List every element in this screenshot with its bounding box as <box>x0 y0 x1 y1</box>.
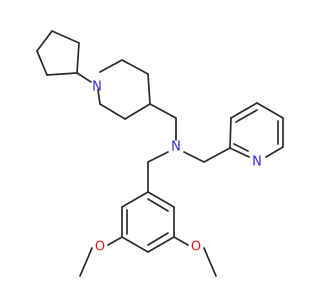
right-methoxy-o-bond <box>173 236 189 246</box>
amine-nitrogen-label: N <box>171 140 181 155</box>
pyridine-ring <box>229 102 284 158</box>
left-methoxy-o-bond <box>107 236 123 246</box>
right-methoxy-oxygen-label: O <box>191 240 201 255</box>
piperidine-nitrogen-label: N <box>92 80 102 95</box>
ch2-pyridine-bond <box>203 147 231 163</box>
dimethoxyphenyl-ring <box>121 191 175 253</box>
left-methoxy-ch3-bond <box>79 247 93 277</box>
piperidine-ch2-bond <box>149 103 177 119</box>
cyclopentyl-ring <box>36 30 80 76</box>
amine-n-pyridylmethyl-bond <box>183 151 205 163</box>
piperidine-ring <box>97 59 151 120</box>
cyclopentyl-n-bond <box>76 72 92 83</box>
amine-n-benzyl-bond <box>147 151 169 163</box>
right-methoxy-ch3-bond <box>203 247 217 277</box>
molecule-structure-diagram: N N N O O <box>36 30 284 277</box>
left-methoxy-oxygen-label: O <box>95 240 105 255</box>
pyridine-nitrogen-label: N <box>252 155 262 170</box>
